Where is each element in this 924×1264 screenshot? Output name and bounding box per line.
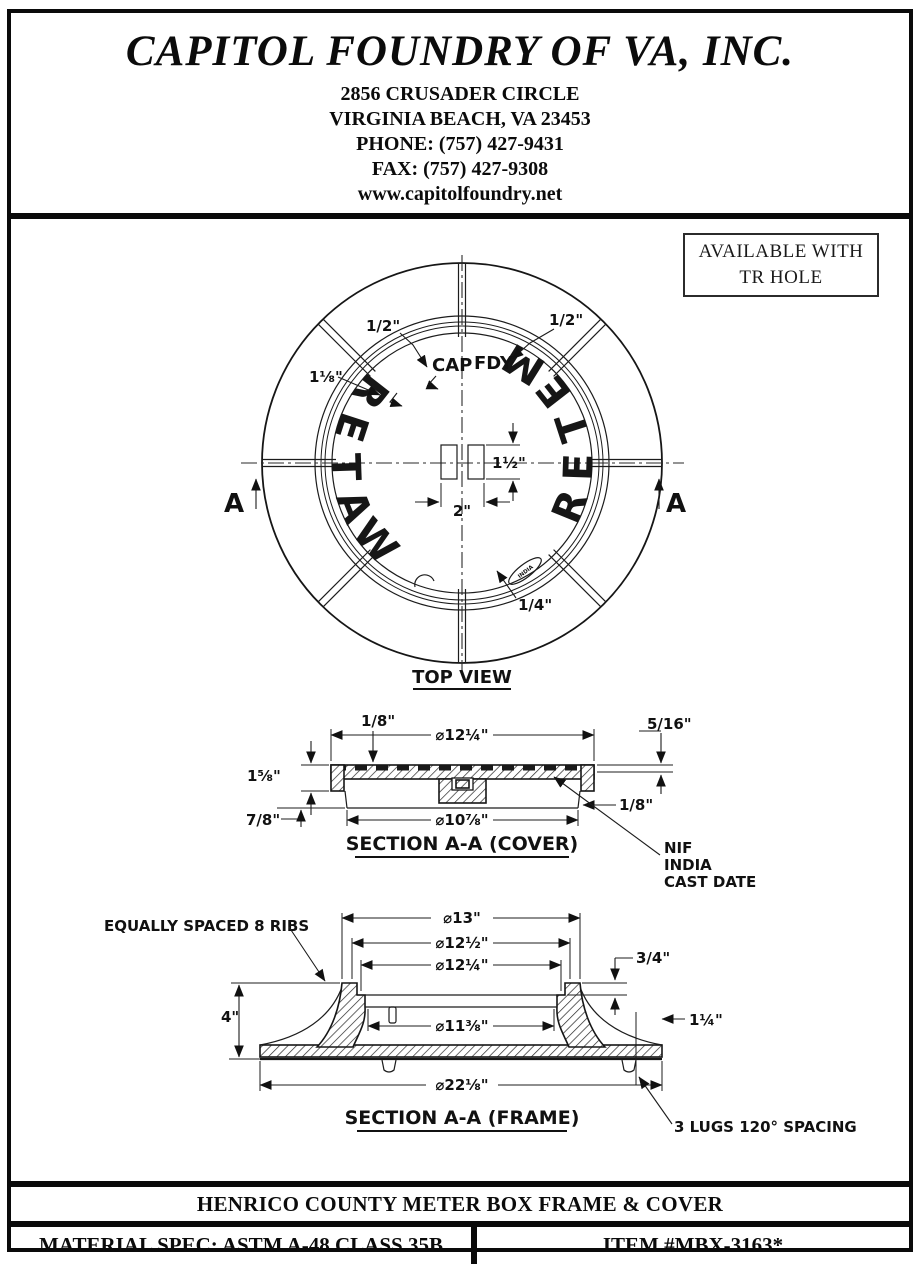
fax-line: FAX: (757) 427-9308 xyxy=(371,158,549,180)
note-cast-date: CAST DATE xyxy=(664,873,756,891)
address-line1: 2856 CRUSADER CIRCLE xyxy=(340,83,580,105)
dim-slot-height: 1½" xyxy=(492,454,526,472)
dim-dia-13: ⌀13" xyxy=(443,909,481,927)
frame-base-flange xyxy=(259,1044,663,1058)
dim-lip: 5/16" xyxy=(647,715,692,733)
cast-letter: T xyxy=(547,406,599,447)
item-number: ITEM #MBX-3163* xyxy=(602,1233,784,1257)
dim-cover-dia-inner: ⌀10⅞" xyxy=(435,811,488,829)
vent-notch xyxy=(414,574,435,588)
lug-left xyxy=(381,1059,397,1073)
dim-dia-11-375: ⌀11⅜" xyxy=(435,1017,488,1035)
ribs-note: EQUALLY SPACED 8 RIBS xyxy=(104,917,309,935)
ribs xyxy=(262,263,662,663)
dim-dia-12-5: ⌀12½" xyxy=(435,934,488,952)
dim-seat: 3/4" xyxy=(636,949,670,967)
title-bar: HENRICO COUNTY METER BOX FRAME & COVER xyxy=(11,1187,909,1227)
website-line: www.capitolfoundry.net xyxy=(357,183,563,205)
dim-one-eighth: 1⅛" xyxy=(309,368,343,386)
sheet-border: CAPITOL FOUNDRY OF VA, INC. 2856 CRUSADE… xyxy=(7,9,913,1264)
dim-skirt: 7/8" xyxy=(246,811,280,829)
lug-right xyxy=(621,1059,637,1073)
tr-note-line1: AVAILABLE WITH xyxy=(698,241,864,262)
cover-section: 1/8" ⌀12¼" 5/16" 1⅝" 7/8" xyxy=(246,712,756,891)
dim-dia-12-25: ⌀12¼" xyxy=(435,956,488,974)
material-spec: MATERIAL SPEC: ASTM A-48 CLASS 35B xyxy=(39,1233,443,1257)
header: CAPITOL FOUNDRY OF VA, INC. 2856 CRUSADE… xyxy=(11,27,909,219)
tr-note-line2: TR HOLE xyxy=(739,267,823,288)
dim-flange: 1¼" xyxy=(689,1011,723,1029)
dim-slot-width: 2" xyxy=(453,502,471,520)
item-number-cell: ITEM #MBX-3163* xyxy=(477,1227,909,1264)
bottom-row: MATERIAL SPEC: ASTM A-48 CLASS 35B ITEM … xyxy=(11,1227,909,1264)
section-marker-right: A xyxy=(666,489,686,519)
rib-profile-left xyxy=(259,986,343,1046)
dim-dia-base: ⌀22⅛" xyxy=(435,1076,488,1094)
dim-cover-dia-outer: ⌀12¼" xyxy=(435,726,488,744)
drawing-area: AVAILABLE WITH TR HOLE xyxy=(11,219,909,1187)
dim-frame-height: 4" xyxy=(221,1008,239,1026)
address-block: 2856 CRUSADER CIRCLE VIRGINIA BEACH, VA … xyxy=(11,82,909,207)
tr-hole-note-box: AVAILABLE WITH TR HOLE xyxy=(683,233,879,297)
rib-profile-right xyxy=(579,986,663,1046)
cover-lip-right xyxy=(580,764,595,792)
note-nif: NIF xyxy=(664,839,692,857)
cap-text: CAP xyxy=(432,355,472,376)
dim-half-left: 1/2" xyxy=(366,317,400,335)
cap-leader xyxy=(425,375,439,390)
section-marker-left: A xyxy=(224,489,244,519)
dim-edge: 1/8" xyxy=(619,796,653,814)
cover-lip-left xyxy=(330,764,345,792)
frame-section: ⌀13" ⌀12½" ⌀12¼" 3/4" 4" xyxy=(104,909,857,1136)
lugs-note: 3 LUGS 120° SPACING xyxy=(674,1118,857,1136)
frame-pin xyxy=(388,1006,397,1024)
dim-quarter: 1/4" xyxy=(518,596,552,614)
top-view-label: TOP VIEW xyxy=(412,667,512,688)
address-line2: VIRGINIA BEACH, VA 23453 xyxy=(329,108,591,130)
frame-section-label: SECTION A-A (FRAME) xyxy=(345,1107,580,1129)
phone-line: PHONE: (757) 427-9431 xyxy=(356,133,564,155)
note-india: INDIA xyxy=(664,856,712,874)
cast-letter: E xyxy=(325,407,377,447)
pick-slot-right xyxy=(467,444,485,480)
company-name: CAPITOL FOUNDRY OF VA, INC. xyxy=(125,28,795,75)
dim-half-right: 1/2" xyxy=(549,311,583,329)
cast-letter: T xyxy=(322,453,369,483)
pick-slot-left xyxy=(440,444,458,480)
cover-section-label: SECTION A-A (COVER) xyxy=(346,833,578,855)
dim-top-recess: 1/8" xyxy=(361,712,395,730)
cast-letter: E xyxy=(555,453,602,482)
fdy-text: FDY xyxy=(474,353,514,374)
material-spec-cell: MATERIAL SPEC: ASTM A-48 CLASS 35B xyxy=(11,1227,477,1264)
dim-cover-height: 1⅝" xyxy=(247,767,281,785)
product-title: HENRICO COUNTY METER BOX FRAME & COVER xyxy=(196,1191,724,1216)
